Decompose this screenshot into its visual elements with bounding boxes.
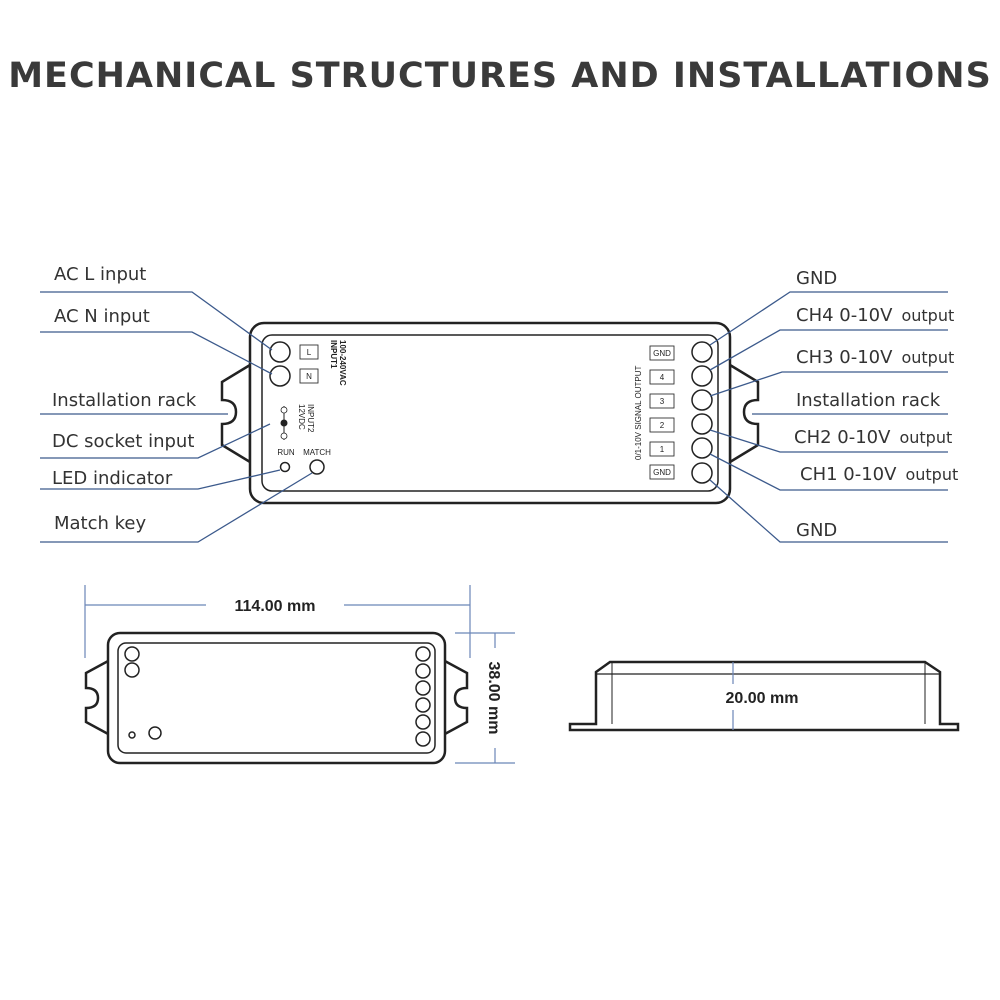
device-inner-frame (261, 334, 719, 492)
label-box-n (299, 368, 319, 384)
run-label: RUN (277, 448, 295, 457)
dim-length-text: 114.00 mm (235, 598, 316, 615)
signal-output-label: 0/1-10V SIGNAL OUTPUT (634, 365, 643, 460)
small-term-1 (124, 646, 140, 662)
terminal-ch3 (691, 389, 713, 411)
left-callouts: AC L input AC N input Installation rack … (40, 264, 313, 543)
match-key-button (309, 459, 325, 475)
terminal-ac-l (269, 341, 291, 363)
dc-socket-symbol (280, 406, 288, 440)
out-term-4: 4 (660, 373, 665, 382)
term-n-label: N (306, 372, 312, 381)
small-out-5 (415, 714, 431, 730)
out-term-2: 2 (660, 421, 665, 430)
label-ch4-sub: output (901, 306, 954, 325)
out-term-gnd-top: GND (653, 349, 671, 358)
label-ch2-main: CH2 0-10V (794, 427, 891, 448)
label-installation-rack-left: Installation rack (52, 390, 197, 411)
terminal-ch2 (691, 413, 713, 435)
label-led-indicator: LED indicator (52, 468, 173, 489)
label-ch1-main: CH1 0-10V (800, 464, 897, 485)
leader-gnd-top (709, 291, 948, 346)
out-term-3: 3 (660, 397, 665, 406)
out-term-1: 1 (660, 445, 665, 454)
leader-ch3 (709, 371, 948, 397)
label-ac-l-input: AC L input (54, 264, 146, 285)
device-top-view: L N INPUT1 100-240VAC INPUT2 12VDC RUN M… (220, 321, 760, 505)
small-out-1 (415, 646, 431, 662)
out-term-gnd-bottom: GND (653, 468, 671, 477)
output-terminal-labels: GND 4 3 2 1 GND (649, 345, 675, 480)
label-ch2-sub: output (899, 428, 952, 447)
small-out-3 (415, 680, 431, 696)
label-ch1-sub: output (905, 465, 958, 484)
label-gnd-top: GND (796, 268, 837, 289)
terminal-ac-n (269, 365, 291, 387)
label-ch4-main: CH4 0-10V (796, 305, 893, 326)
led-indicator (279, 461, 291, 473)
device-dimension-view: 114.00 mm 38.00 mm (84, 585, 515, 765)
leader-dc (40, 423, 271, 459)
small-match (148, 726, 162, 740)
device-inner-small (117, 642, 436, 754)
leader-ch4 (709, 329, 948, 371)
label-ch3-sub: output (901, 348, 954, 367)
input2-label: INPUT2 (306, 404, 315, 433)
input1-label: INPUT1 (329, 340, 338, 369)
label-dc-socket-input: DC socket input (52, 431, 194, 452)
installation-rack-right (728, 362, 760, 465)
dim-height-bg (713, 686, 813, 708)
small-out-4 (415, 697, 431, 713)
right-callouts: GND CH4 0-10V output CH3 0-10V output In… (709, 268, 958, 543)
rack-left-small (84, 657, 112, 738)
leader-ch1 (709, 453, 948, 491)
terminal-gnd-bottom (691, 462, 713, 484)
small-out-2 (415, 663, 431, 679)
dim-height-text: 20.00 mm (726, 690, 799, 707)
installation-rack-left (220, 362, 252, 465)
label-ac-n-input: AC N input (54, 306, 150, 327)
leader-ac-n (40, 331, 273, 375)
label-ch4-output: CH4 0-10V output (796, 305, 954, 326)
match-label: MATCH (303, 448, 331, 457)
label-ch1-output: CH1 0-10V output (800, 464, 958, 485)
label-ch3-main: CH3 0-10V (796, 347, 893, 368)
small-term-2 (124, 662, 140, 678)
input1-range-label: 100-240VAC (338, 340, 347, 386)
leader-match (40, 472, 313, 543)
leader-led (40, 469, 281, 490)
input2-volt-label: 12VDC (297, 404, 306, 430)
device-side-view: 20.00 mm (568, 660, 960, 732)
small-led (128, 731, 136, 739)
leader-ch2 (709, 429, 948, 453)
label-installation-rack-right: Installation rack (796, 390, 941, 411)
terminal-gnd-top (691, 341, 713, 363)
label-box-l (299, 344, 319, 360)
label-ch3-output: CH3 0-10V output (796, 347, 954, 368)
page-title: MECHANICAL STRUCTURES AND INSTALLATIONS (8, 56, 992, 96)
term-l-label: L (307, 348, 312, 357)
small-out-6 (415, 731, 431, 747)
rack-right-small (441, 657, 469, 738)
terminal-ch4 (691, 365, 713, 387)
label-ch2-output: CH2 0-10V output (794, 427, 952, 448)
terminal-ch1 (691, 437, 713, 459)
label-gnd-bottom: GND (796, 520, 837, 541)
leader-gnd-bottom (709, 479, 948, 543)
label-match-key: Match key (54, 513, 147, 534)
leader-ac-l (40, 291, 273, 351)
dim-width-text: 38.00 mm (485, 662, 502, 735)
